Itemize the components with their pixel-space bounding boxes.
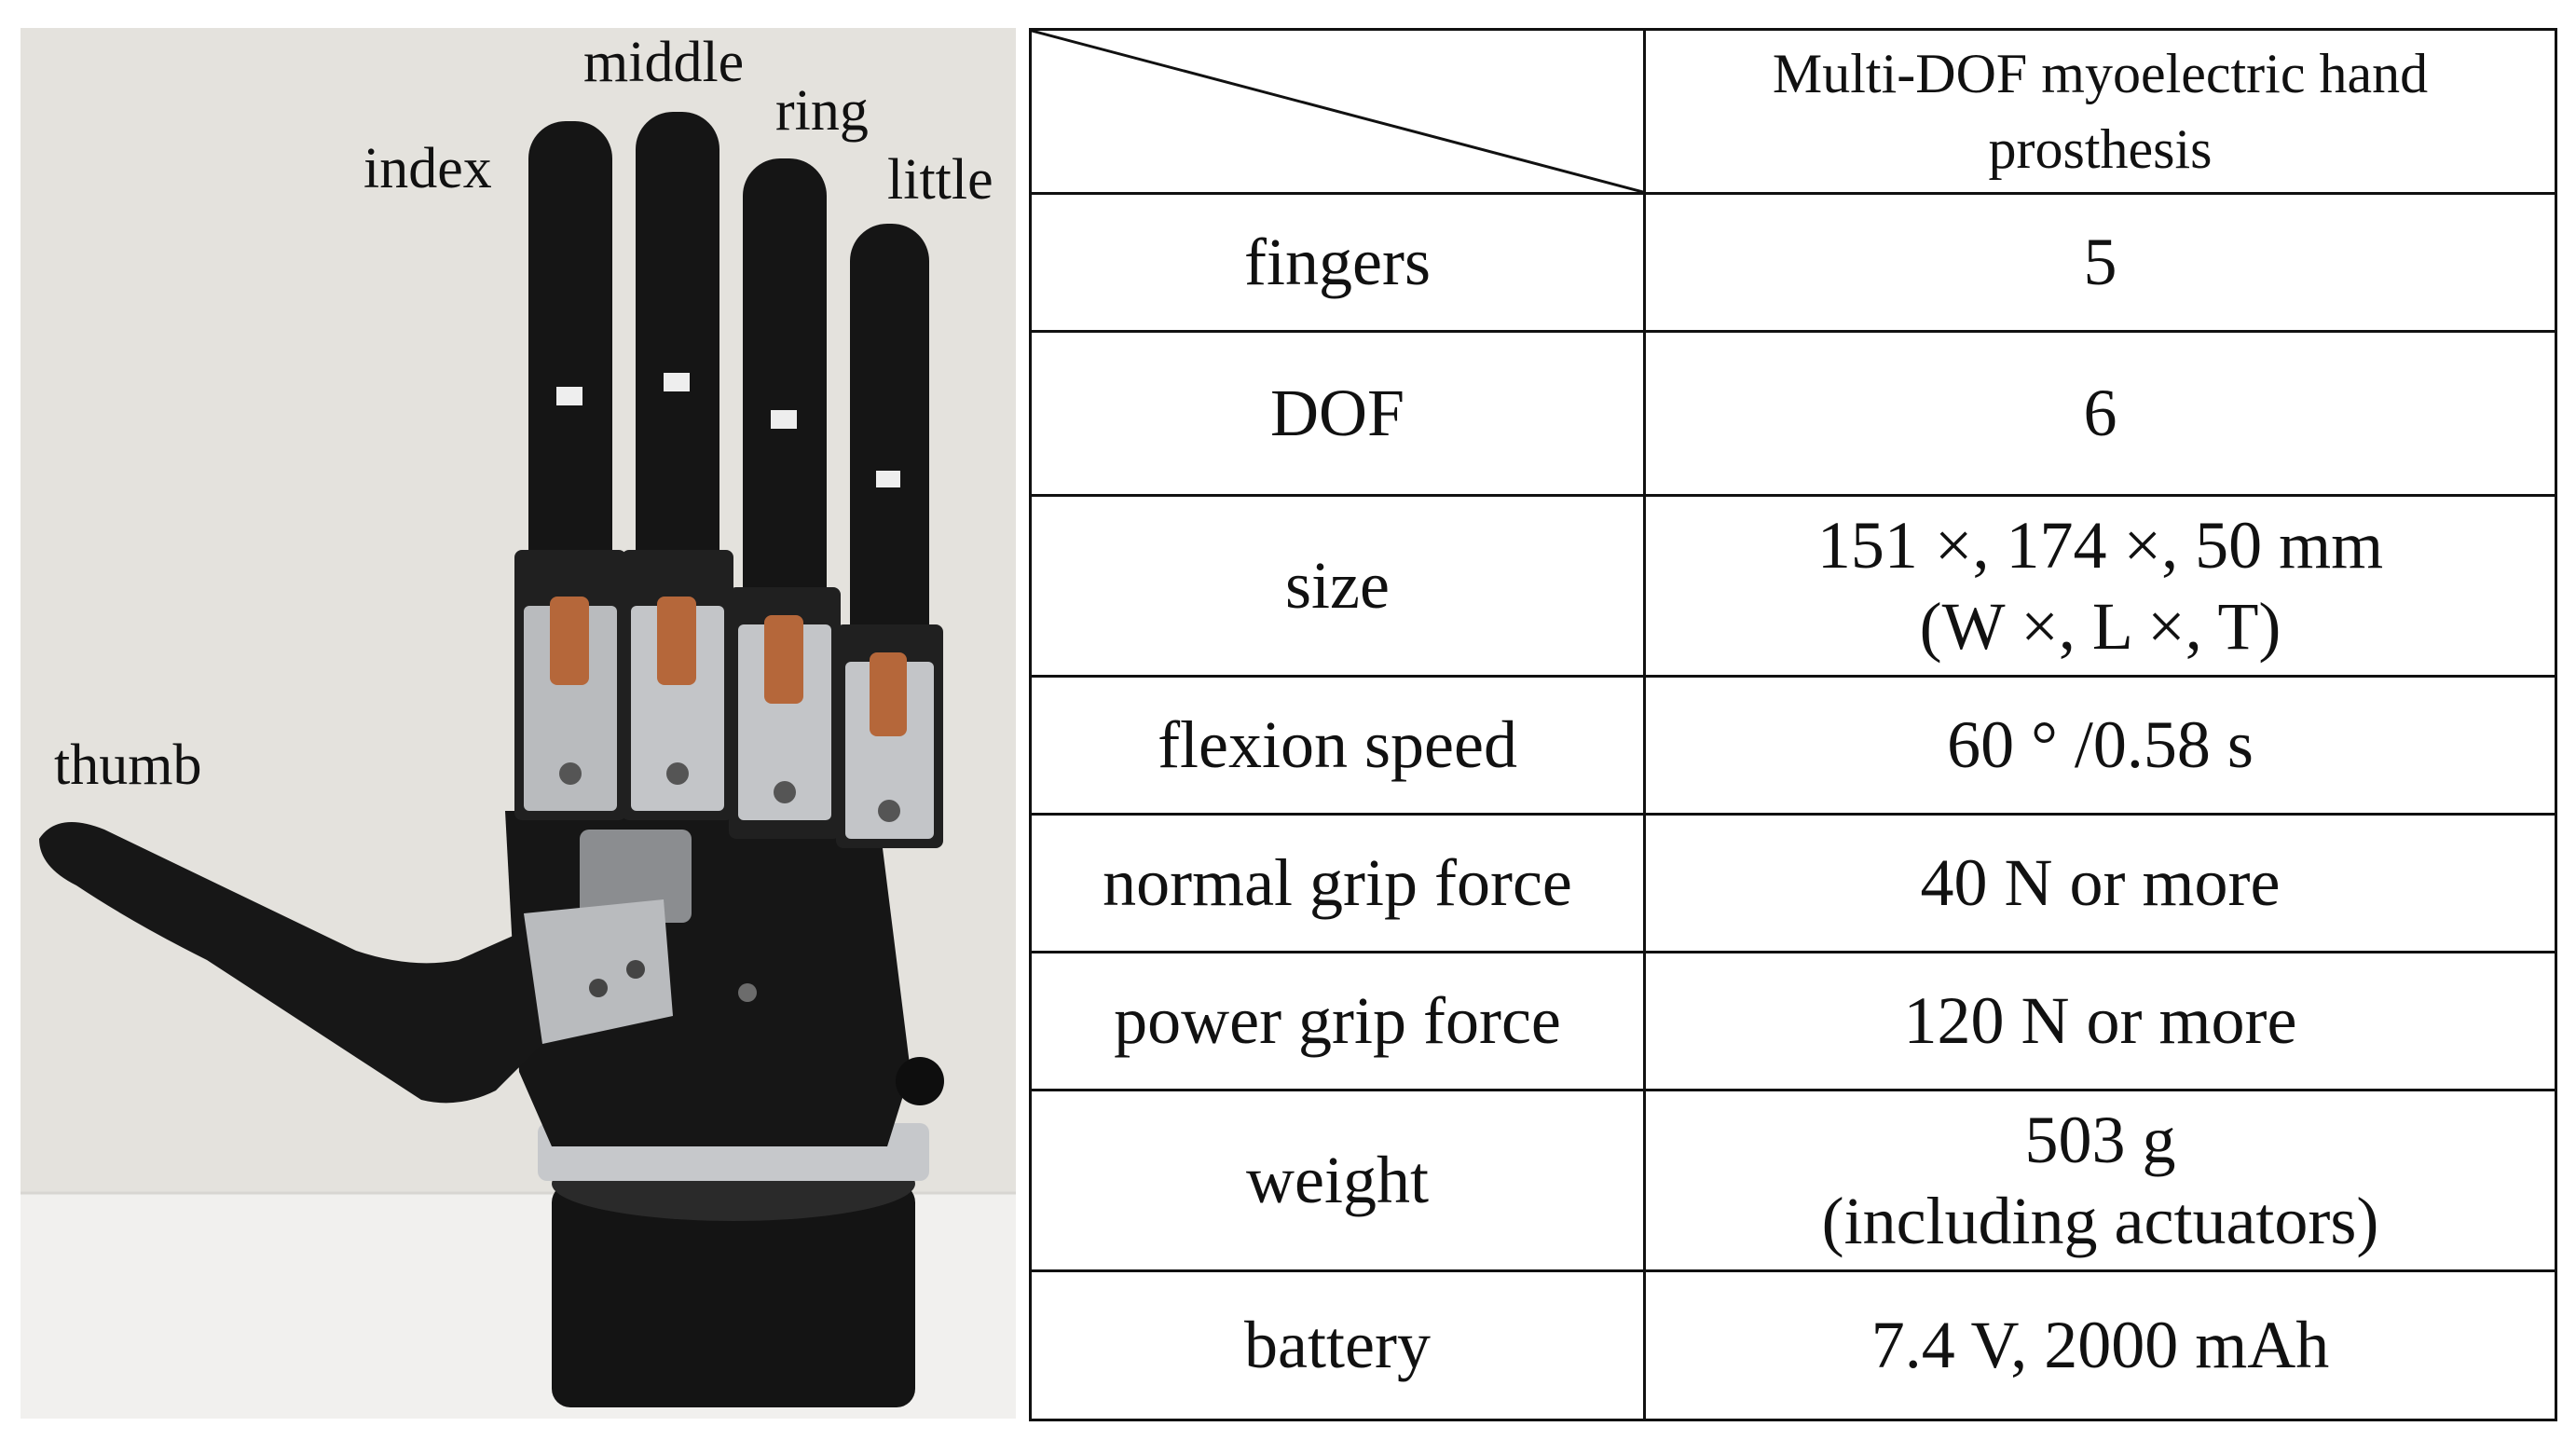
table-row: size 151 ×, 174 ×, 50 mm (W ×, L ×, T): [1029, 494, 2557, 678]
row-value-line1: 503 g: [2024, 1103, 2176, 1178]
row-value: 60 ° /0.58 s: [1643, 675, 2557, 816]
table-row: fingers 5: [1029, 192, 2557, 333]
table-row: normal grip force 40 N or more: [1029, 813, 2557, 953]
row-value: 120 N or more: [1643, 951, 2557, 1091]
row-label: fingers: [1029, 192, 1646, 333]
row-label: size: [1029, 494, 1646, 678]
spec-table: Multi-DOF myoelectric hand prosthesis fi…: [1029, 28, 2557, 1421]
table-row: battery 7.4 V, 2000 mAh: [1029, 1269, 2557, 1421]
table-row: weight 503 g (including actuators): [1029, 1089, 2557, 1272]
row-value: 5: [1643, 192, 2557, 333]
row-label: normal grip force: [1029, 813, 1646, 953]
row-label: weight: [1029, 1089, 1646, 1272]
row-value-line2: (including actuators): [1821, 1183, 2379, 1258]
header-title-line1: Multi-DOF myoelectric hand: [1772, 42, 2429, 104]
row-value-line1: 151 ×, 174 ×, 50 mm: [1816, 508, 2384, 583]
table-row: power grip force 120 N or more: [1029, 951, 2557, 1091]
row-value: 6: [1643, 330, 2557, 497]
label-ring: ring: [775, 79, 869, 143]
table-header-row: Multi-DOF myoelectric hand prosthesis: [1029, 28, 2557, 195]
header-corner-cell: [1029, 28, 1646, 195]
label-index: index: [363, 137, 492, 200]
prosthetic-hand-photo: middle ring index little thumb: [21, 28, 1016, 1419]
header-title-line2: prosthesis: [1988, 117, 2213, 180]
row-value: 40 N or more: [1643, 813, 2557, 953]
header-title-cell: Multi-DOF myoelectric hand prosthesis: [1643, 28, 2557, 195]
row-label: flexion speed: [1029, 675, 1646, 816]
table-row: DOF 6: [1029, 330, 2557, 497]
row-label: power grip force: [1029, 951, 1646, 1091]
row-value: 503 g (including actuators): [1643, 1089, 2557, 1272]
row-value: 151 ×, 174 ×, 50 mm (W ×, L ×, T): [1643, 494, 2557, 678]
row-label: DOF: [1029, 330, 1646, 497]
label-thumb: thumb: [54, 734, 202, 797]
table-row: flexion speed 60 ° /0.58 s: [1029, 675, 2557, 816]
row-value: 7.4 V, 2000 mAh: [1643, 1269, 2557, 1421]
prosthetic-hand-illustration: [21, 28, 1016, 1419]
row-label: battery: [1029, 1269, 1646, 1421]
label-little: little: [887, 148, 993, 212]
row-value-line2: (W ×, L ×, T): [1919, 588, 2281, 664]
label-middle: middle: [583, 31, 745, 94]
diagonal-divider: [1032, 31, 1643, 192]
